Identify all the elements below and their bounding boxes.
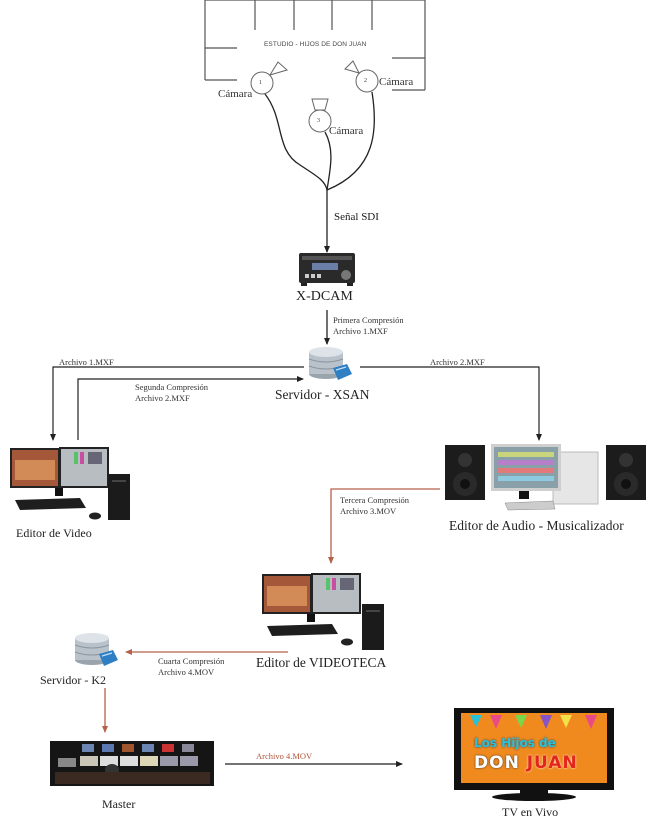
audio-editor-label: Editor de Audio - Musicalizador <box>449 518 624 533</box>
master-control-room-icon <box>50 741 214 786</box>
to-audio-editor-label: Archivo 2.MXF <box>430 357 485 367</box>
to-video-editor-label: Archivo 1.MXF <box>59 357 114 367</box>
camera-3-icon <box>308 98 332 133</box>
xsan-to-video-editor-line <box>50 366 304 441</box>
video-editor-to-xsan-line <box>77 376 304 440</box>
second-compression-label: Segunda Compresión Archivo 2.MXF <box>135 382 208 404</box>
third-compression-title: Tercera Compresión <box>340 495 410 505</box>
videoteca-label: Editor de VIDEOTECA <box>256 655 387 670</box>
video-editor-label: Editor de Video <box>16 526 92 540</box>
second-compression-file: Archivo 2.MXF <box>135 393 190 403</box>
camera-3-label: Cámara <box>329 125 364 137</box>
first-compression-label: Primera Compresión Archivo 1.MXF <box>333 315 404 337</box>
xsan-label: Servidor - XSAN <box>275 387 370 402</box>
studio-floorplan <box>204 0 426 91</box>
xdcam-label: X-DCAM <box>296 289 353 304</box>
fourth-compression-file: Archivo 4.MOV <box>158 667 215 677</box>
second-compression-title: Segunda Compresión <box>135 382 208 392</box>
third-compression-label: Tercera Compresión Archivo 3.MOV <box>340 495 409 517</box>
camera-2-number: 2 <box>364 78 367 84</box>
tv-show-title-line1: Los Hijos de <box>474 736 556 750</box>
master-label: Master <box>102 797 136 811</box>
camera-1-icon <box>250 61 289 95</box>
third-compression-file: Archivo 3.MOV <box>340 506 397 516</box>
audio-editor-workstation-icon <box>445 444 646 511</box>
studio-wall <box>392 0 426 91</box>
studio-wall <box>204 0 237 81</box>
camera-1-number: 1 <box>259 80 262 86</box>
xsan-to-audio-editor-line <box>360 366 542 441</box>
audio-to-videoteca-line <box>328 488 440 564</box>
fourth-compression-label: Cuarta Compresión Archivo 4.MOV <box>158 656 224 678</box>
camera-2-icon <box>344 60 379 93</box>
to-tv-label: Archivo 4.MOV <box>256 751 313 761</box>
tv-icon <box>454 708 614 801</box>
fourth-compression-title: Cuarta Compresión <box>158 656 225 666</box>
k2-server-icon <box>74 633 118 666</box>
tv-label: TV en Vivo <box>502 805 559 819</box>
xdcam-device-icon <box>299 253 355 286</box>
camera-cables <box>264 91 376 191</box>
tv-show-title-line2: DON JUAN <box>474 753 578 773</box>
sdi-signal-label: Señal SDI <box>334 211 379 223</box>
video-editor-workstation-icon <box>10 447 130 520</box>
videoteca-workstation-icon <box>262 573 384 650</box>
first-compression-file: Archivo 1.MXF <box>333 326 388 336</box>
camera-1-label: Cámara <box>218 88 253 100</box>
k2-label: Servidor - K2 <box>40 673 106 687</box>
camera-2-label: Cámara <box>379 76 414 88</box>
tv-show-title-juan: JUAN <box>526 753 578 773</box>
camera-3-number: 3 <box>317 118 320 124</box>
first-compression-title: Primera Compresión <box>333 315 404 325</box>
tv-show-title-don: DON <box>474 753 520 773</box>
xsan-server-icon <box>308 347 352 380</box>
studio-title: ESTUDIO - HIJOS DE DON JUAN <box>264 41 367 48</box>
